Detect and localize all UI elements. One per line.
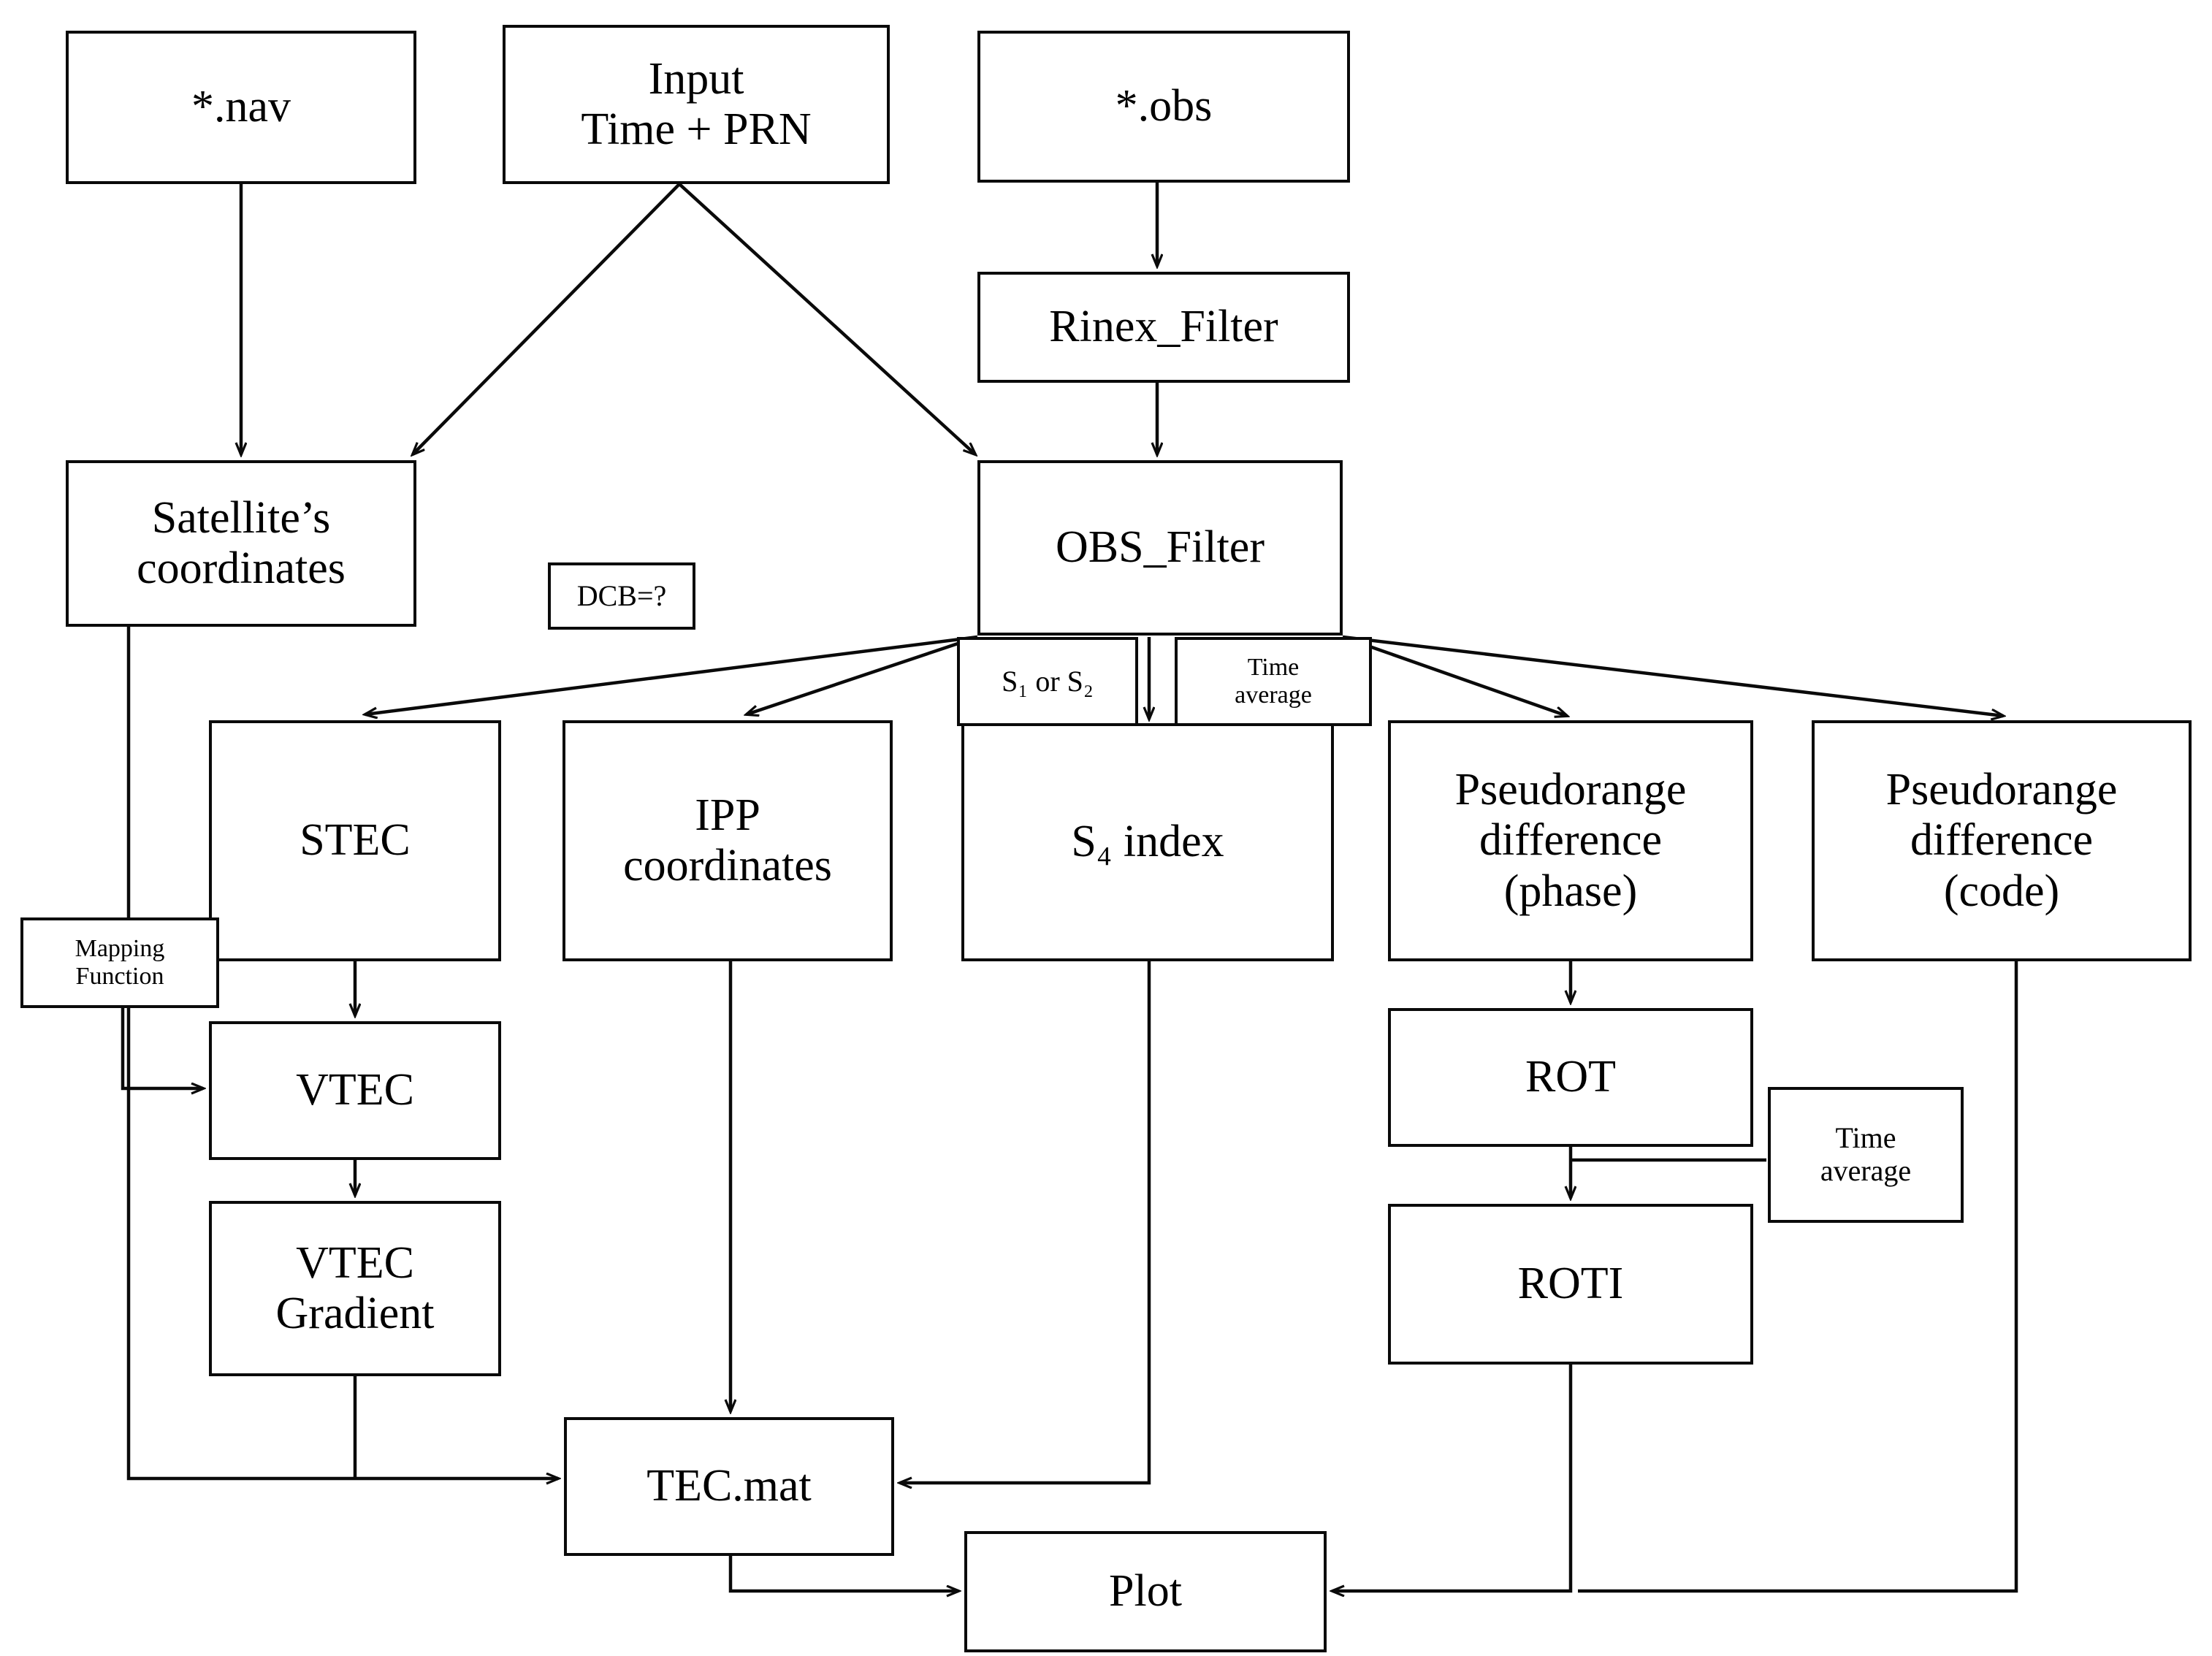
node-stec[interactable]: STEC — [209, 720, 501, 961]
node-satellite-coordinates[interactable]: Satellite’s coordinates — [66, 460, 416, 627]
node-time-average-s4[interactable]: Time average — [1175, 637, 1372, 726]
edge-obsfilter-to-prcode — [1342, 635, 2003, 716]
node-label: Satellite’s coordinates — [137, 492, 346, 593]
node-label: Plot — [1109, 1566, 1182, 1617]
node-plot[interactable]: Plot — [964, 1531, 1327, 1652]
node-label: S₁ or S₂ — [1002, 664, 1094, 698]
node-rinex-filter[interactable]: Rinex_Filter — [977, 272, 1350, 383]
node-mapping-function[interactable]: Mapping Function — [20, 917, 219, 1008]
edge-prcode-to-plot — [1578, 961, 2018, 1593]
node-label: VTEC — [296, 1065, 414, 1115]
node-label: *.nav — [191, 82, 291, 132]
edge-roti-to-plot — [1332, 1365, 1573, 1591]
node-label: S₄ index — [1071, 817, 1224, 867]
edge-mapfn-to-vtec — [121, 1008, 203, 1088]
node-label: OBS_Filter — [1056, 522, 1265, 573]
node-tec-mat[interactable]: TEC.mat — [564, 1417, 894, 1556]
node-obs-filter[interactable]: OBS_Filter — [977, 460, 1343, 636]
node-label: DCB=? — [576, 579, 667, 612]
node-label: ROT — [1525, 1052, 1616, 1102]
node-label: Input Time + PRN — [581, 53, 812, 154]
node-input-time-prn[interactable]: Input Time + PRN — [503, 25, 890, 184]
edge-tecmat-to-plot — [728, 1556, 958, 1591]
node-vtec[interactable]: VTEC — [209, 1021, 501, 1160]
node-dcb-query[interactable]: DCB=? — [548, 562, 695, 630]
node-label: ROTI — [1517, 1259, 1624, 1309]
node-label: Mapping Function — [75, 934, 165, 990]
node-s4-index[interactable]: S₄ index — [961, 723, 1334, 961]
node-label: VTEC Gradient — [275, 1237, 435, 1338]
node-label: Pseudorange difference (code) — [1885, 764, 2118, 916]
node-rot[interactable]: ROT — [1388, 1008, 1753, 1147]
node-pseudorange-diff-code[interactable]: Pseudorange difference (code) — [1812, 720, 2192, 961]
edge-satcoord-to-tecmat — [126, 627, 558, 1478]
node-label: Time average — [1235, 653, 1312, 709]
edge-input-to-satcoord — [413, 183, 681, 454]
node-label: Time average — [1820, 1121, 1912, 1187]
edge-s4-to-tecmat — [900, 961, 1151, 1483]
edge-obsfilter-to-stec — [365, 635, 978, 714]
node-label: IPP coordinates — [623, 790, 832, 890]
edge-input-to-obsfilter — [678, 183, 975, 454]
edge-obsfilter-to-prphase — [1342, 635, 1567, 716]
node-label: TEC.mat — [647, 1461, 812, 1511]
node-label: *.obs — [1115, 81, 1213, 131]
node-time-average-roti[interactable]: Time average — [1768, 1087, 1964, 1223]
node-ipp-coordinates[interactable]: IPP coordinates — [562, 720, 893, 961]
node-nav-file[interactable]: *.nav — [66, 31, 416, 184]
node-roti[interactable]: ROTI — [1388, 1204, 1753, 1365]
node-label: STEC — [300, 815, 411, 866]
node-obs-file[interactable]: *.obs — [977, 31, 1350, 183]
edge-obsfilter-to-ipp — [747, 635, 978, 714]
node-label: Rinex_Filter — [1049, 302, 1278, 352]
node-s1-or-s2[interactable]: S₁ or S₂ — [957, 637, 1138, 726]
node-pseudorange-diff-phase[interactable]: Pseudorange difference (phase) — [1388, 720, 1753, 961]
node-vtec-gradient[interactable]: VTEC Gradient — [209, 1201, 501, 1376]
node-label: Pseudorange difference (phase) — [1454, 764, 1687, 916]
